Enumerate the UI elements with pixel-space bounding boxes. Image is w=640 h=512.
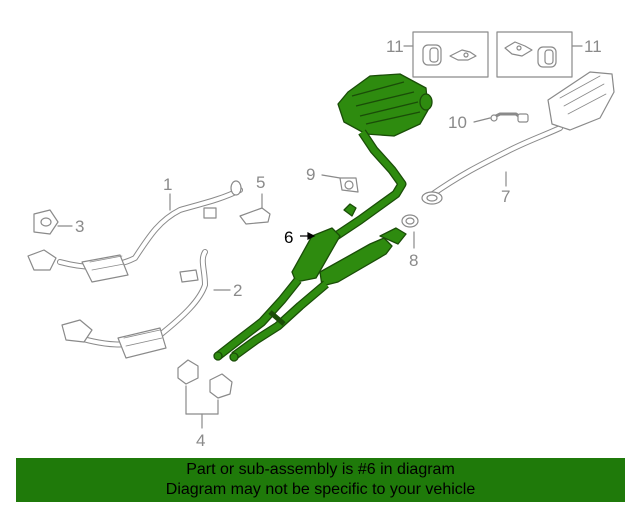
callout-11-left[interactable]: 11 xyxy=(386,37,404,56)
part-info-banner: Part or sub-assembly is #6 in diagram Di… xyxy=(16,458,625,502)
leader-10 xyxy=(473,117,491,123)
part-1-exhaust-pipe xyxy=(27,180,243,283)
part-5-bracket xyxy=(239,207,271,225)
banner-line-1: Part or sub-assembly is #6 in diagram xyxy=(186,461,455,478)
callout-2[interactable]: 2 xyxy=(233,281,243,300)
callout-3[interactable]: 3 xyxy=(75,217,85,236)
callout-9[interactable]: 9 xyxy=(306,165,316,184)
part-9-hanger xyxy=(339,177,359,193)
callout-1[interactable]: 1 xyxy=(163,175,173,194)
part-8-gasket xyxy=(401,214,419,228)
part-4-clamps xyxy=(177,359,233,399)
part-7-front-pipe xyxy=(421,71,615,205)
leader-6-arrow xyxy=(307,232,316,240)
callout-10[interactable]: 10 xyxy=(448,113,467,132)
callout-7[interactable]: 7 xyxy=(501,187,511,206)
part-11-left-box xyxy=(412,31,489,78)
callout-6[interactable]: 6 xyxy=(284,228,294,247)
callout-11-right[interactable]: 11 xyxy=(584,37,602,56)
banner-line-2: Diagram may not be specific to your vehi… xyxy=(165,481,476,498)
callout-4[interactable]: 4 xyxy=(196,431,206,450)
callout-5[interactable]: 5 xyxy=(256,173,266,192)
part-3-gasket xyxy=(33,209,59,235)
callout-8[interactable]: 8 xyxy=(409,251,419,270)
exhaust-system-diagram xyxy=(27,31,615,429)
part-11-right-box xyxy=(496,31,573,78)
leader-9 xyxy=(321,174,341,179)
part-10-sensor xyxy=(490,112,529,123)
part-6-muffler-assembly xyxy=(213,73,433,362)
part-2-exhaust-pipe xyxy=(61,249,208,359)
